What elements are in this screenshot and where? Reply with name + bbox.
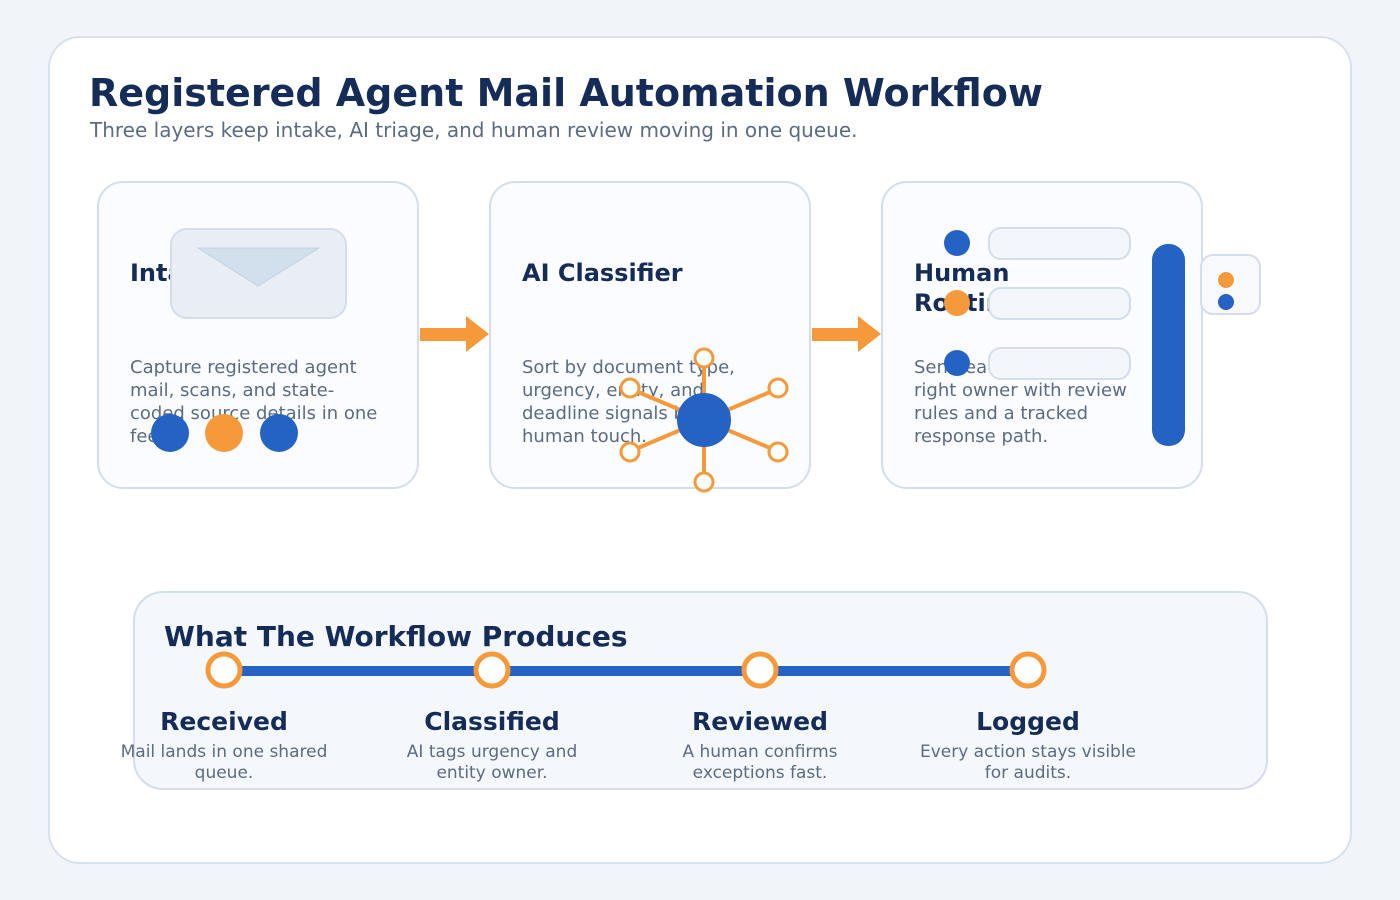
output-step-label: Logged [976,707,1080,736]
intake-dot-icon [205,414,243,452]
arrow-intake-to-classifier [420,316,489,352]
output-step-label: Reviewed [692,707,828,736]
outputs-panel [133,591,1268,790]
timeline-node-icon [473,651,511,689]
output-step-text: AI tags urgency and entity owner. [406,742,578,783]
output-step-label: Classified [424,707,560,736]
envelope-icon [170,228,347,319]
page-title: Registered Agent Mail Automation Workflo… [89,71,1043,115]
timeline-node-icon [1009,651,1047,689]
timeline-node-icon [205,651,243,689]
outputs-title: What The Workflow Produces [164,620,628,653]
stage-card-ai-classifier [489,181,811,489]
output-step-label: Received [160,707,288,736]
timeline-track [224,666,1029,676]
output-step-text: Every action stays visible for audits. [919,742,1137,783]
output-step-text: Mail lands in one shared queue. [120,742,328,783]
timeline-node-icon [741,651,779,689]
arrow-classifier-to-routing [812,316,881,352]
routing-queue-icon [944,227,1261,446]
output-step-text: A human confirms exceptions fast. [682,742,838,783]
intake-dot-icon [260,414,298,452]
stage-title-ai-classifier: AI Classifier [522,259,683,287]
intake-dot-icon [151,414,189,452]
page-subtitle: Three layers keep intake, AI triage, and… [90,118,858,142]
network-hub-icon [619,347,789,493]
stage-body-intake: Capture registered agent mail, scans, an… [130,357,378,447]
